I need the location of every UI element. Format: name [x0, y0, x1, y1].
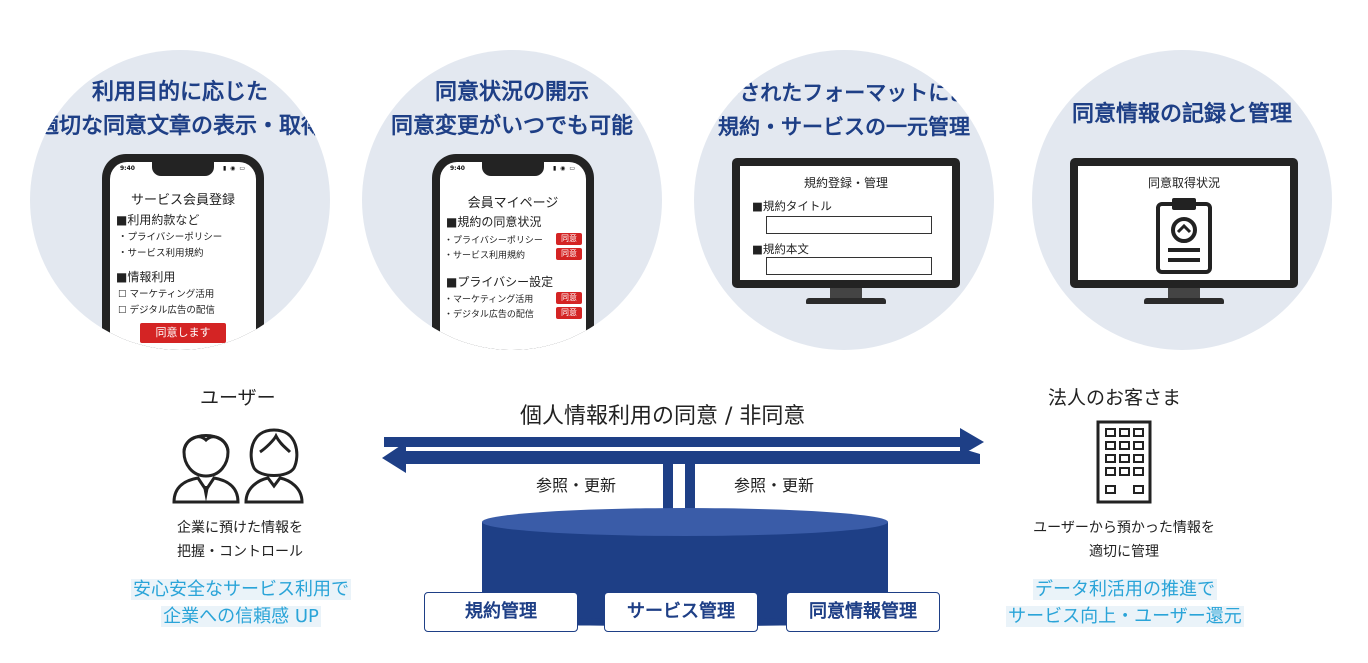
- agree-button[interactable]: 同意します: [140, 323, 226, 343]
- phone-notch: [152, 162, 214, 176]
- user-benefit-line2: 企業への信頼感 UP: [110, 603, 372, 630]
- panel-title-line1: 統一されたフォーマットによる: [697, 81, 991, 105]
- phone-screen: 9:40 ▮ ◉ ▭ 会員マイページ ■規約の同意状況 ・プライバシーポリシー …: [440, 162, 586, 350]
- benefit-text: サービス向上・ユーザー還元: [1006, 606, 1244, 627]
- corp-benefit: データ利活用の推進で サービス向上・ユーザー還元: [980, 576, 1270, 630]
- input-terms-body[interactable]: [766, 257, 932, 275]
- db-box-consent[interactable]: 同意情報管理: [786, 592, 940, 632]
- corp-desc-line2: 適切に管理: [1089, 544, 1159, 560]
- corp-benefit-line2: サービス向上・ユーザー還元: [980, 603, 1270, 630]
- section-consent-status: ■規約の同意状況: [446, 215, 542, 229]
- panel-title-line1: 同意状況の開示: [434, 80, 589, 105]
- monitor-neck: [1168, 288, 1200, 300]
- corp-desc-line1: ユーザーから預かった情報を: [1033, 520, 1215, 536]
- feature-panel-disclosure: 同意状況の開示 同意変更がいつでも可能 9:40 ▮ ◉ ▭ 会員マイページ ■…: [362, 50, 662, 350]
- ref-update-label-right: 参照・更新: [734, 476, 815, 495]
- monitor-screen: 規約登録・管理 ■規約タイトル ■規約本文: [740, 166, 952, 280]
- status-icons: ▮ ◉ ▭: [222, 165, 246, 172]
- corp-label: 法人のお客さま: [1048, 387, 1182, 409]
- phone-screen: 9:40 ▮ ◉ ▭ サービス会員登録 ■利用約款など ・プライバシーポリシー …: [110, 162, 256, 350]
- agree-tag[interactable]: 同意: [556, 248, 582, 260]
- corp-benefit-line1: データ利活用の推進で: [980, 576, 1270, 603]
- item-digital-ads: ・デジタル広告の配信: [444, 310, 534, 320]
- monitor-screen: 同意取得状況: [1078, 166, 1290, 280]
- label-terms-title: ■規約タイトル: [752, 199, 832, 213]
- flow-main-label: 個人情報利用の同意 / 非同意: [520, 404, 806, 429]
- user-label: ユーザー: [200, 387, 276, 409]
- monitor-stand: [1144, 298, 1224, 304]
- feature-panel-display-acquire: 利用目的に応じた 適切な同意文章の表示・取得 9:40 ▮ ◉ ▭ サービス会員…: [30, 50, 330, 350]
- panel-title-line2: 規約・サービスの一元管理: [718, 115, 970, 139]
- panel-title: 統一されたフォーマットによる 規約・サービスの一元管理: [694, 76, 994, 144]
- section-info-use: ■情報利用: [116, 270, 176, 284]
- feature-panel-unified-format: 統一されたフォーマットによる 規約・サービスの一元管理 規約登録・管理 ■規約タ…: [694, 50, 994, 350]
- benefit-text: 安心安全なサービス利用で: [131, 579, 351, 600]
- agree-tag[interactable]: 同意: [556, 307, 582, 319]
- screen-title: 会員マイページ: [467, 196, 559, 211]
- db-box-terms[interactable]: 規約管理: [424, 592, 578, 632]
- arrow-left: [382, 442, 980, 473]
- checkbox-marketing[interactable]: ☐ マーケティング活用: [118, 289, 215, 300]
- agree-tag[interactable]: 同意: [556, 233, 582, 245]
- phone-notch: [482, 162, 544, 176]
- checkbox-digital-ads[interactable]: ☐ デジタル広告の配信: [118, 305, 215, 316]
- status-icons: ▮ ◉ ▭: [552, 165, 576, 172]
- feature-panel-records: 同意情報の記録と管理 同意取得状況: [1032, 50, 1332, 350]
- corp-description: ユーザーから預かった情報を 適切に管理: [1004, 516, 1244, 564]
- user-description: 企業に預けた情報を 把握・コントロール: [140, 516, 340, 564]
- item-service-terms: ・サービス利用規約: [444, 251, 526, 261]
- monitor-stand: [806, 298, 886, 304]
- ref-update-label-left: 参照・更新: [536, 476, 617, 495]
- input-terms-title[interactable]: [766, 216, 932, 234]
- panel-title-line2: 適切な同意文章の表示・取得: [36, 114, 323, 139]
- label-terms-body: ■規約本文: [752, 242, 809, 256]
- status-time: 9:40: [450, 165, 465, 172]
- user-desc-line1: 企業に預けた情報を: [177, 520, 303, 536]
- monitor-neck: [830, 288, 862, 300]
- item-privacy-policy[interactable]: ・プライバシーポリシー: [118, 232, 223, 243]
- item-marketing: ・マーケティング活用: [444, 295, 534, 305]
- screen-title: 規約登録・管理: [803, 176, 888, 190]
- panel-title-line2: 同意変更がいつでも可能: [390, 114, 633, 139]
- screen-title: 同意取得状況: [1147, 176, 1220, 190]
- benefit-text: データ利活用の推進で: [1033, 579, 1217, 600]
- monitor-frame: 規約登録・管理 ■規約タイトル ■規約本文: [732, 158, 960, 288]
- monitor-frame: 同意取得状況: [1070, 158, 1298, 288]
- smartphone-registration: 9:40 ▮ ◉ ▭ サービス会員登録 ■利用約款など ・プライバシーポリシー …: [102, 154, 264, 350]
- panel-title-line1: 利用目的に応じた: [91, 80, 268, 105]
- smartphone-mypage: 9:40 ▮ ◉ ▭ 会員マイページ ■規約の同意状況 ・プライバシーポリシー …: [432, 154, 594, 350]
- screen-title: サービス会員登録: [130, 193, 235, 208]
- user-desc-line2: 把握・コントロール: [177, 544, 303, 560]
- clipboard-icon: [1156, 198, 1212, 274]
- arrow-right: [384, 428, 984, 456]
- panel-title: 同意状況の開示 同意変更がいつでも可能: [362, 76, 662, 144]
- panel-title: 同意情報の記録と管理: [1071, 102, 1292, 127]
- section-privacy-settings: ■プライバシー設定: [446, 275, 554, 289]
- users-icon: [172, 428, 304, 504]
- db-box-service[interactable]: サービス管理: [604, 592, 758, 632]
- panel-title: 利用目的に応じた 適切な同意文章の表示・取得: [30, 76, 330, 144]
- status-time: 9:40: [120, 165, 135, 172]
- benefit-text: 企業への信頼感 UP: [161, 606, 321, 627]
- user-benefit: 安心安全なサービス利用で 企業への信頼感 UP: [110, 576, 372, 630]
- item-privacy-policy: ・プライバシーポリシー: [444, 236, 543, 246]
- building-icon: [1096, 420, 1152, 504]
- section-terms: ■利用約款など: [116, 213, 200, 227]
- user-benefit-line1: 安心安全なサービス利用で: [110, 576, 372, 603]
- agree-tag[interactable]: 同意: [556, 292, 582, 304]
- item-service-terms[interactable]: ・サービス利用規約: [118, 248, 204, 259]
